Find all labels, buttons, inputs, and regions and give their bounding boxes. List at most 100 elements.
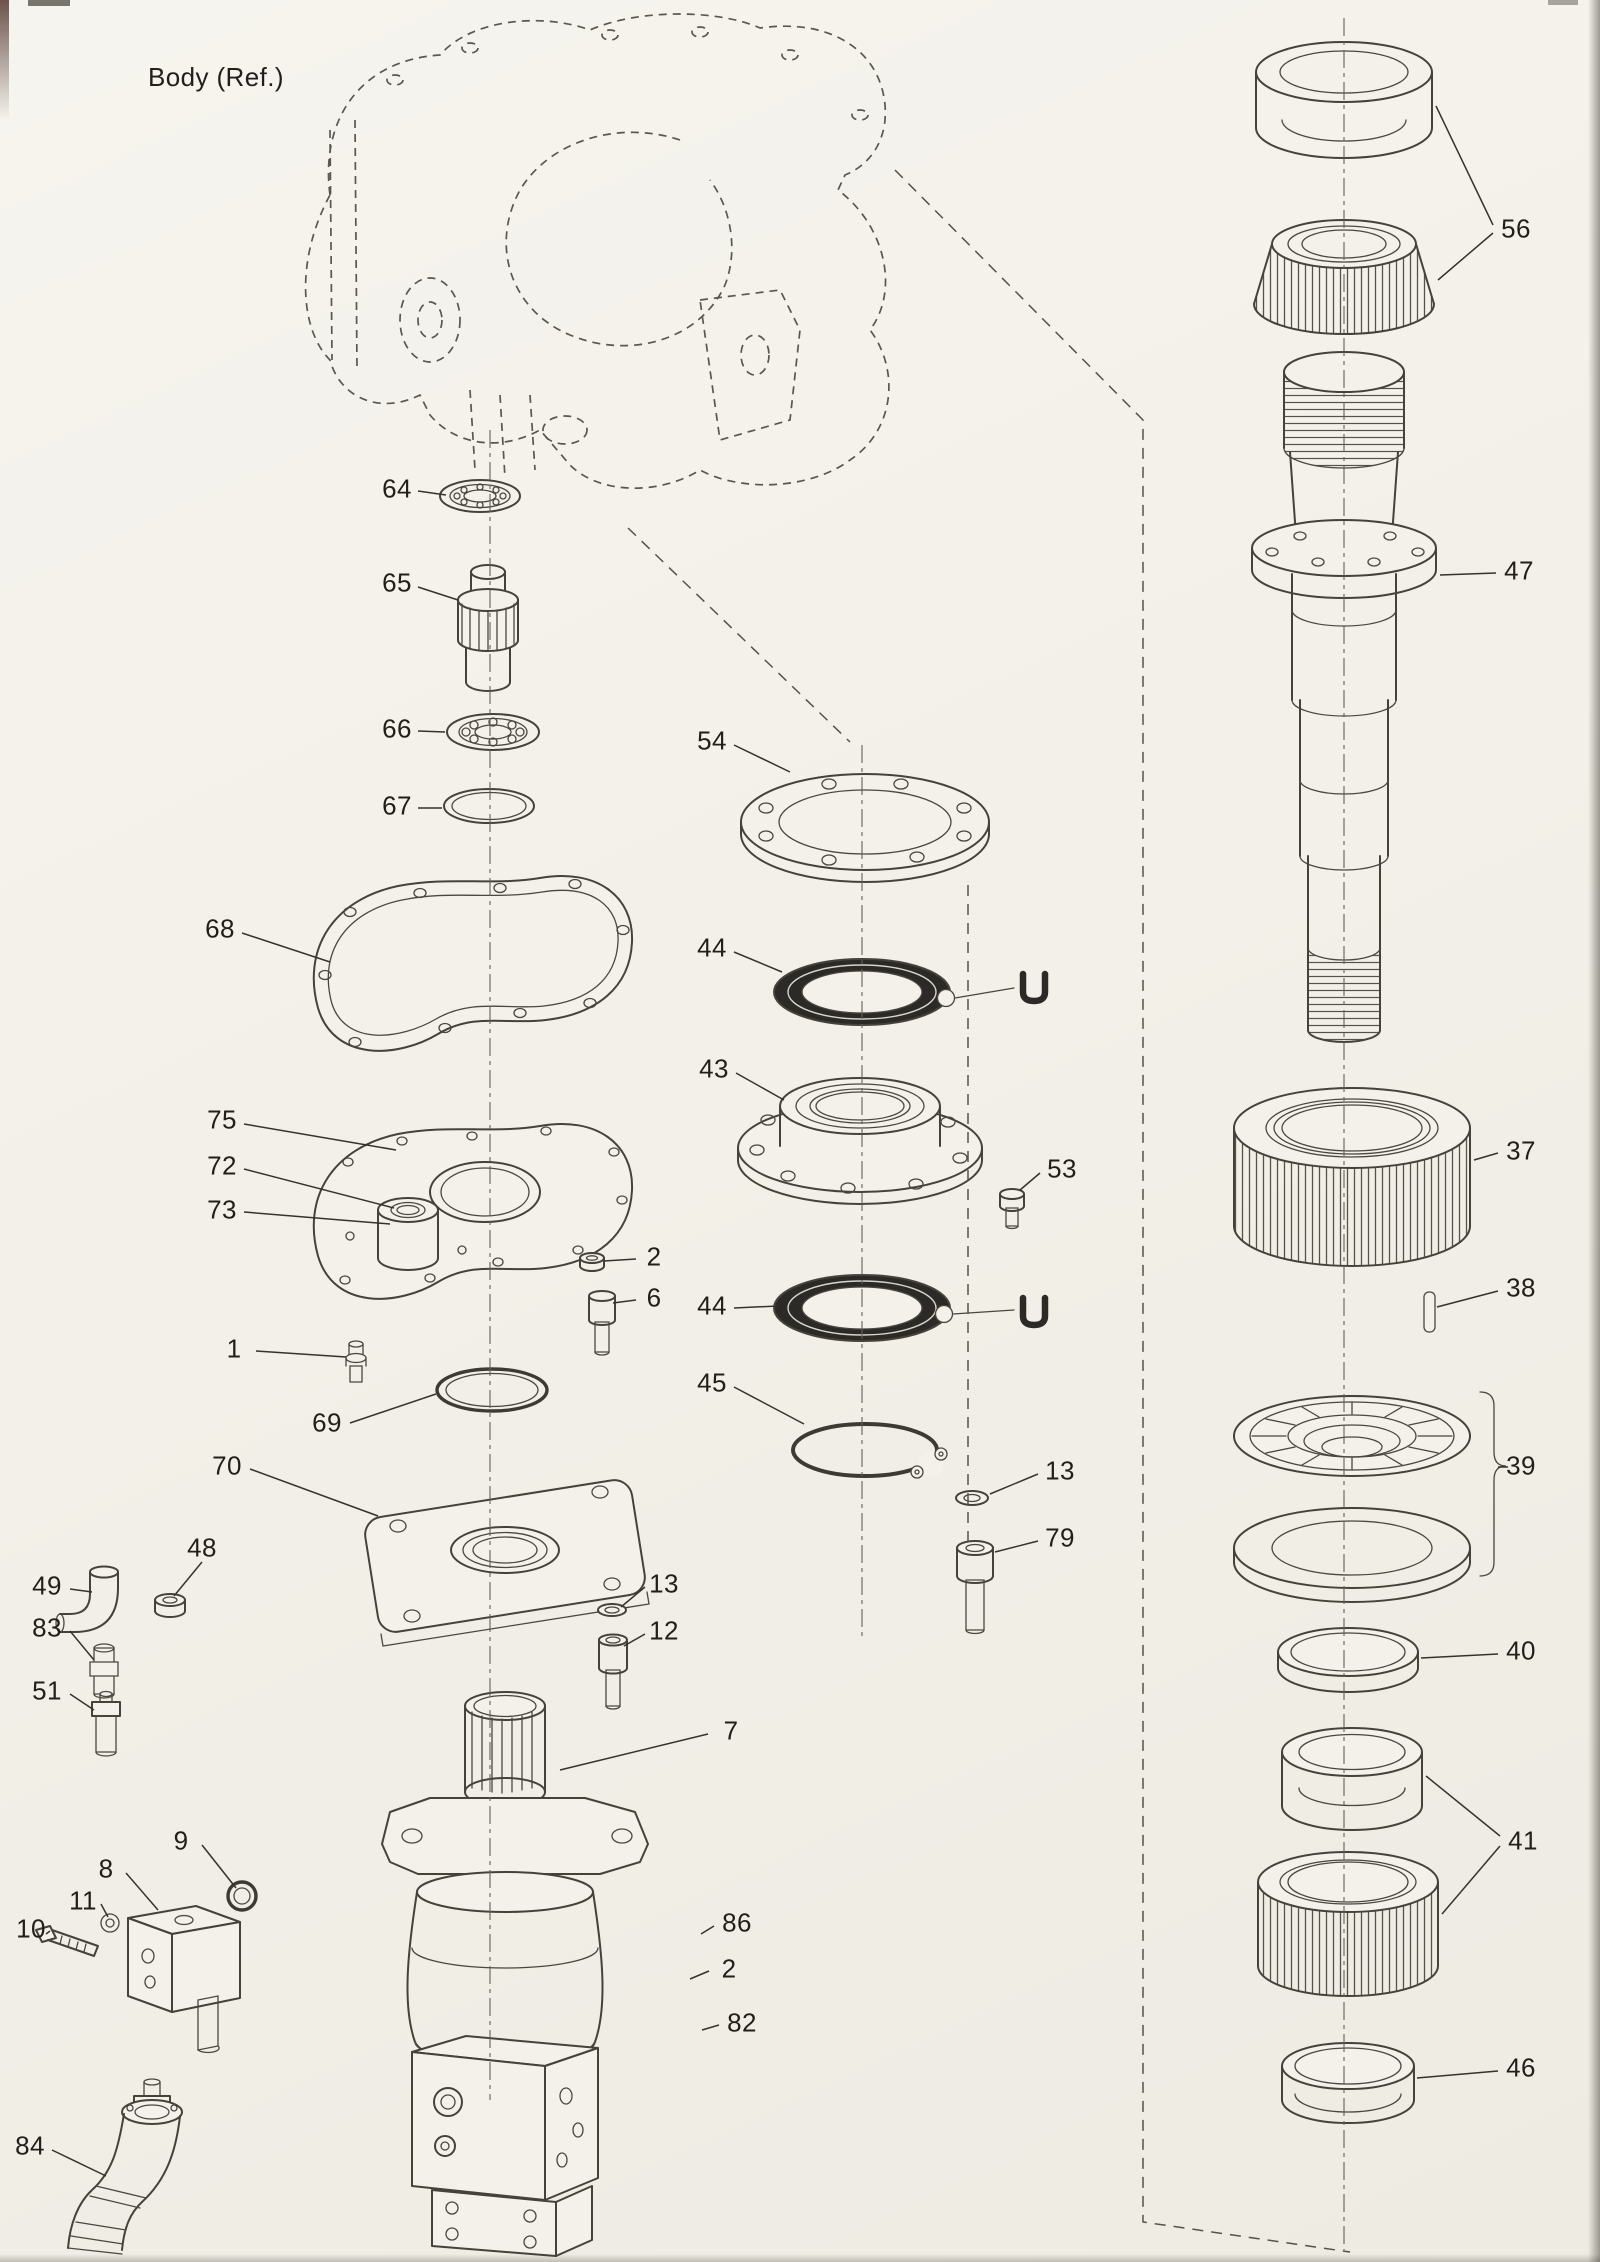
part-label-47: 47 <box>1504 555 1534 586</box>
part-label-45: 45 <box>697 1367 727 1398</box>
part-label-84: 84 <box>15 2130 45 2161</box>
part-67-ring <box>443 788 535 824</box>
part-13-washer-mid <box>955 1490 989 1506</box>
leader-line-37 <box>1473 1152 1499 1161</box>
leader-line-56 <box>1435 105 1494 226</box>
part-48-nut <box>154 1593 186 1618</box>
part-46-ring <box>1281 2042 1415 2124</box>
part-6-bolt <box>588 1290 616 1356</box>
reference-dashed-lines <box>627 169 1351 2253</box>
part-70-adapter-plate <box>364 1479 650 1647</box>
part-label-6: 6 <box>646 1282 662 1313</box>
part-label-2: 2 <box>646 1241 662 1272</box>
leader-line-2 <box>603 1258 637 1262</box>
part-label-68: 68 <box>205 913 235 944</box>
part-label-65: 65 <box>382 567 412 598</box>
part-9-o-ring <box>226 1880 258 1912</box>
part-13-washer-left <box>597 1603 627 1617</box>
part-label-1: 1 <box>226 1333 242 1364</box>
part-label-86: 86 <box>722 1907 752 1938</box>
part-37-ring-gear <box>1233 1087 1471 1267</box>
part-label-11: 11 <box>69 1885 97 1916</box>
scan-smudge-top-left <box>0 0 9 120</box>
leader-line-72 <box>243 1168 395 1209</box>
leader-line-7 <box>559 1733 709 1771</box>
leader-line-54 <box>733 744 791 773</box>
part-label-83: 83 <box>32 1612 62 1643</box>
leader-line-65 <box>417 586 459 601</box>
leader-line-38 <box>1436 1290 1499 1308</box>
leader-line-84 <box>51 2149 107 2177</box>
part-label-69: 69 <box>312 1407 342 1438</box>
part-68-gasket <box>312 875 634 1052</box>
part-label-2: 2 <box>721 1953 737 1984</box>
leader-line-53 <box>1019 1172 1041 1191</box>
centerlines <box>489 18 1345 2250</box>
part-10-bolt <box>35 1925 99 1957</box>
leader-line-10 <box>45 1930 51 1935</box>
part-label-46: 46 <box>1506 2052 1536 2083</box>
leader-line-13 <box>989 1473 1039 1495</box>
part-54-flange-ring <box>740 773 990 883</box>
part-41-cup-ring <box>1281 1727 1423 1831</box>
part-label-13: 13 <box>1045 1455 1075 1486</box>
leader-line-86 <box>700 1925 715 1935</box>
leader-line-40 <box>1420 1653 1499 1659</box>
leader-line-1 <box>255 1350 347 1358</box>
part-2-nut-upper <box>579 1252 605 1272</box>
leader-line-49 <box>69 1588 93 1593</box>
page-edge-shadow-bottom <box>0 2254 1600 2262</box>
part-label-82: 82 <box>727 2007 757 2038</box>
leader-line-82 <box>701 2024 720 2031</box>
part-11-washer <box>100 1913 120 1933</box>
part-label-73: 73 <box>207 1194 237 1225</box>
part-56-bearing-cup <box>1255 41 1433 159</box>
part-label-37: 37 <box>1506 1135 1536 1166</box>
part-label-66: 66 <box>382 713 412 744</box>
leader-line-70 <box>249 1468 379 1517</box>
leader-line-9 <box>201 1844 237 1889</box>
part-label-12: 12 <box>649 1615 679 1646</box>
body-reference-label: Body (Ref.) <box>148 62 284 92</box>
leader-line-12 <box>623 1633 646 1647</box>
part-65-gear-shaft <box>457 564 519 692</box>
part-72-splined-bore <box>390 1201 426 1219</box>
leader-lines <box>45 105 1508 2177</box>
leader-line-83 <box>69 1630 95 1661</box>
bracket-39 <box>1479 1391 1507 1577</box>
leader-line-64 <box>417 490 447 496</box>
part-73-boss <box>377 1197 439 1271</box>
part-label-64: 64 <box>382 473 412 504</box>
part-label-56: 56 <box>1501 213 1531 244</box>
leader-line-41 <box>1425 1775 1501 1837</box>
leader-line-69 <box>349 1393 437 1424</box>
part-label-67: 67 <box>382 790 412 821</box>
part-1-fitting <box>345 1340 367 1383</box>
leader-line-56 <box>1437 232 1494 281</box>
part-75-cover-plate <box>312 1123 634 1300</box>
part-79-bolt <box>956 1540 994 1635</box>
leader-line-43 <box>735 1072 785 1101</box>
leader-line-48 <box>173 1561 203 1597</box>
leader-line-41 <box>1441 1845 1501 1915</box>
leader-line-66 <box>417 730 446 733</box>
part-label-51: 51 <box>32 1675 62 1706</box>
part-label-8: 8 <box>98 1853 114 1884</box>
leader-line-51 <box>69 1693 95 1711</box>
leader-line-46 <box>1416 2070 1499 2079</box>
part-8-valve-block <box>127 1905 241 2054</box>
part-label-49: 49 <box>32 1570 62 1601</box>
leader-line-45 <box>733 1386 805 1425</box>
part-38-pin <box>1423 1291 1436 1333</box>
part-label-53: 53 <box>1047 1153 1077 1184</box>
leader-line-6 <box>612 1299 637 1304</box>
part-label-54: 54 <box>697 725 727 756</box>
leader-line-13 <box>620 1586 646 1608</box>
part-label-13: 13 <box>649 1568 679 1599</box>
part-label-70: 70 <box>212 1450 242 1481</box>
leader-line-8 <box>125 1872 159 1911</box>
leader-line-79 <box>994 1540 1039 1553</box>
part-label-48: 48 <box>187 1532 217 1563</box>
part-12-bolt <box>598 1633 628 1710</box>
